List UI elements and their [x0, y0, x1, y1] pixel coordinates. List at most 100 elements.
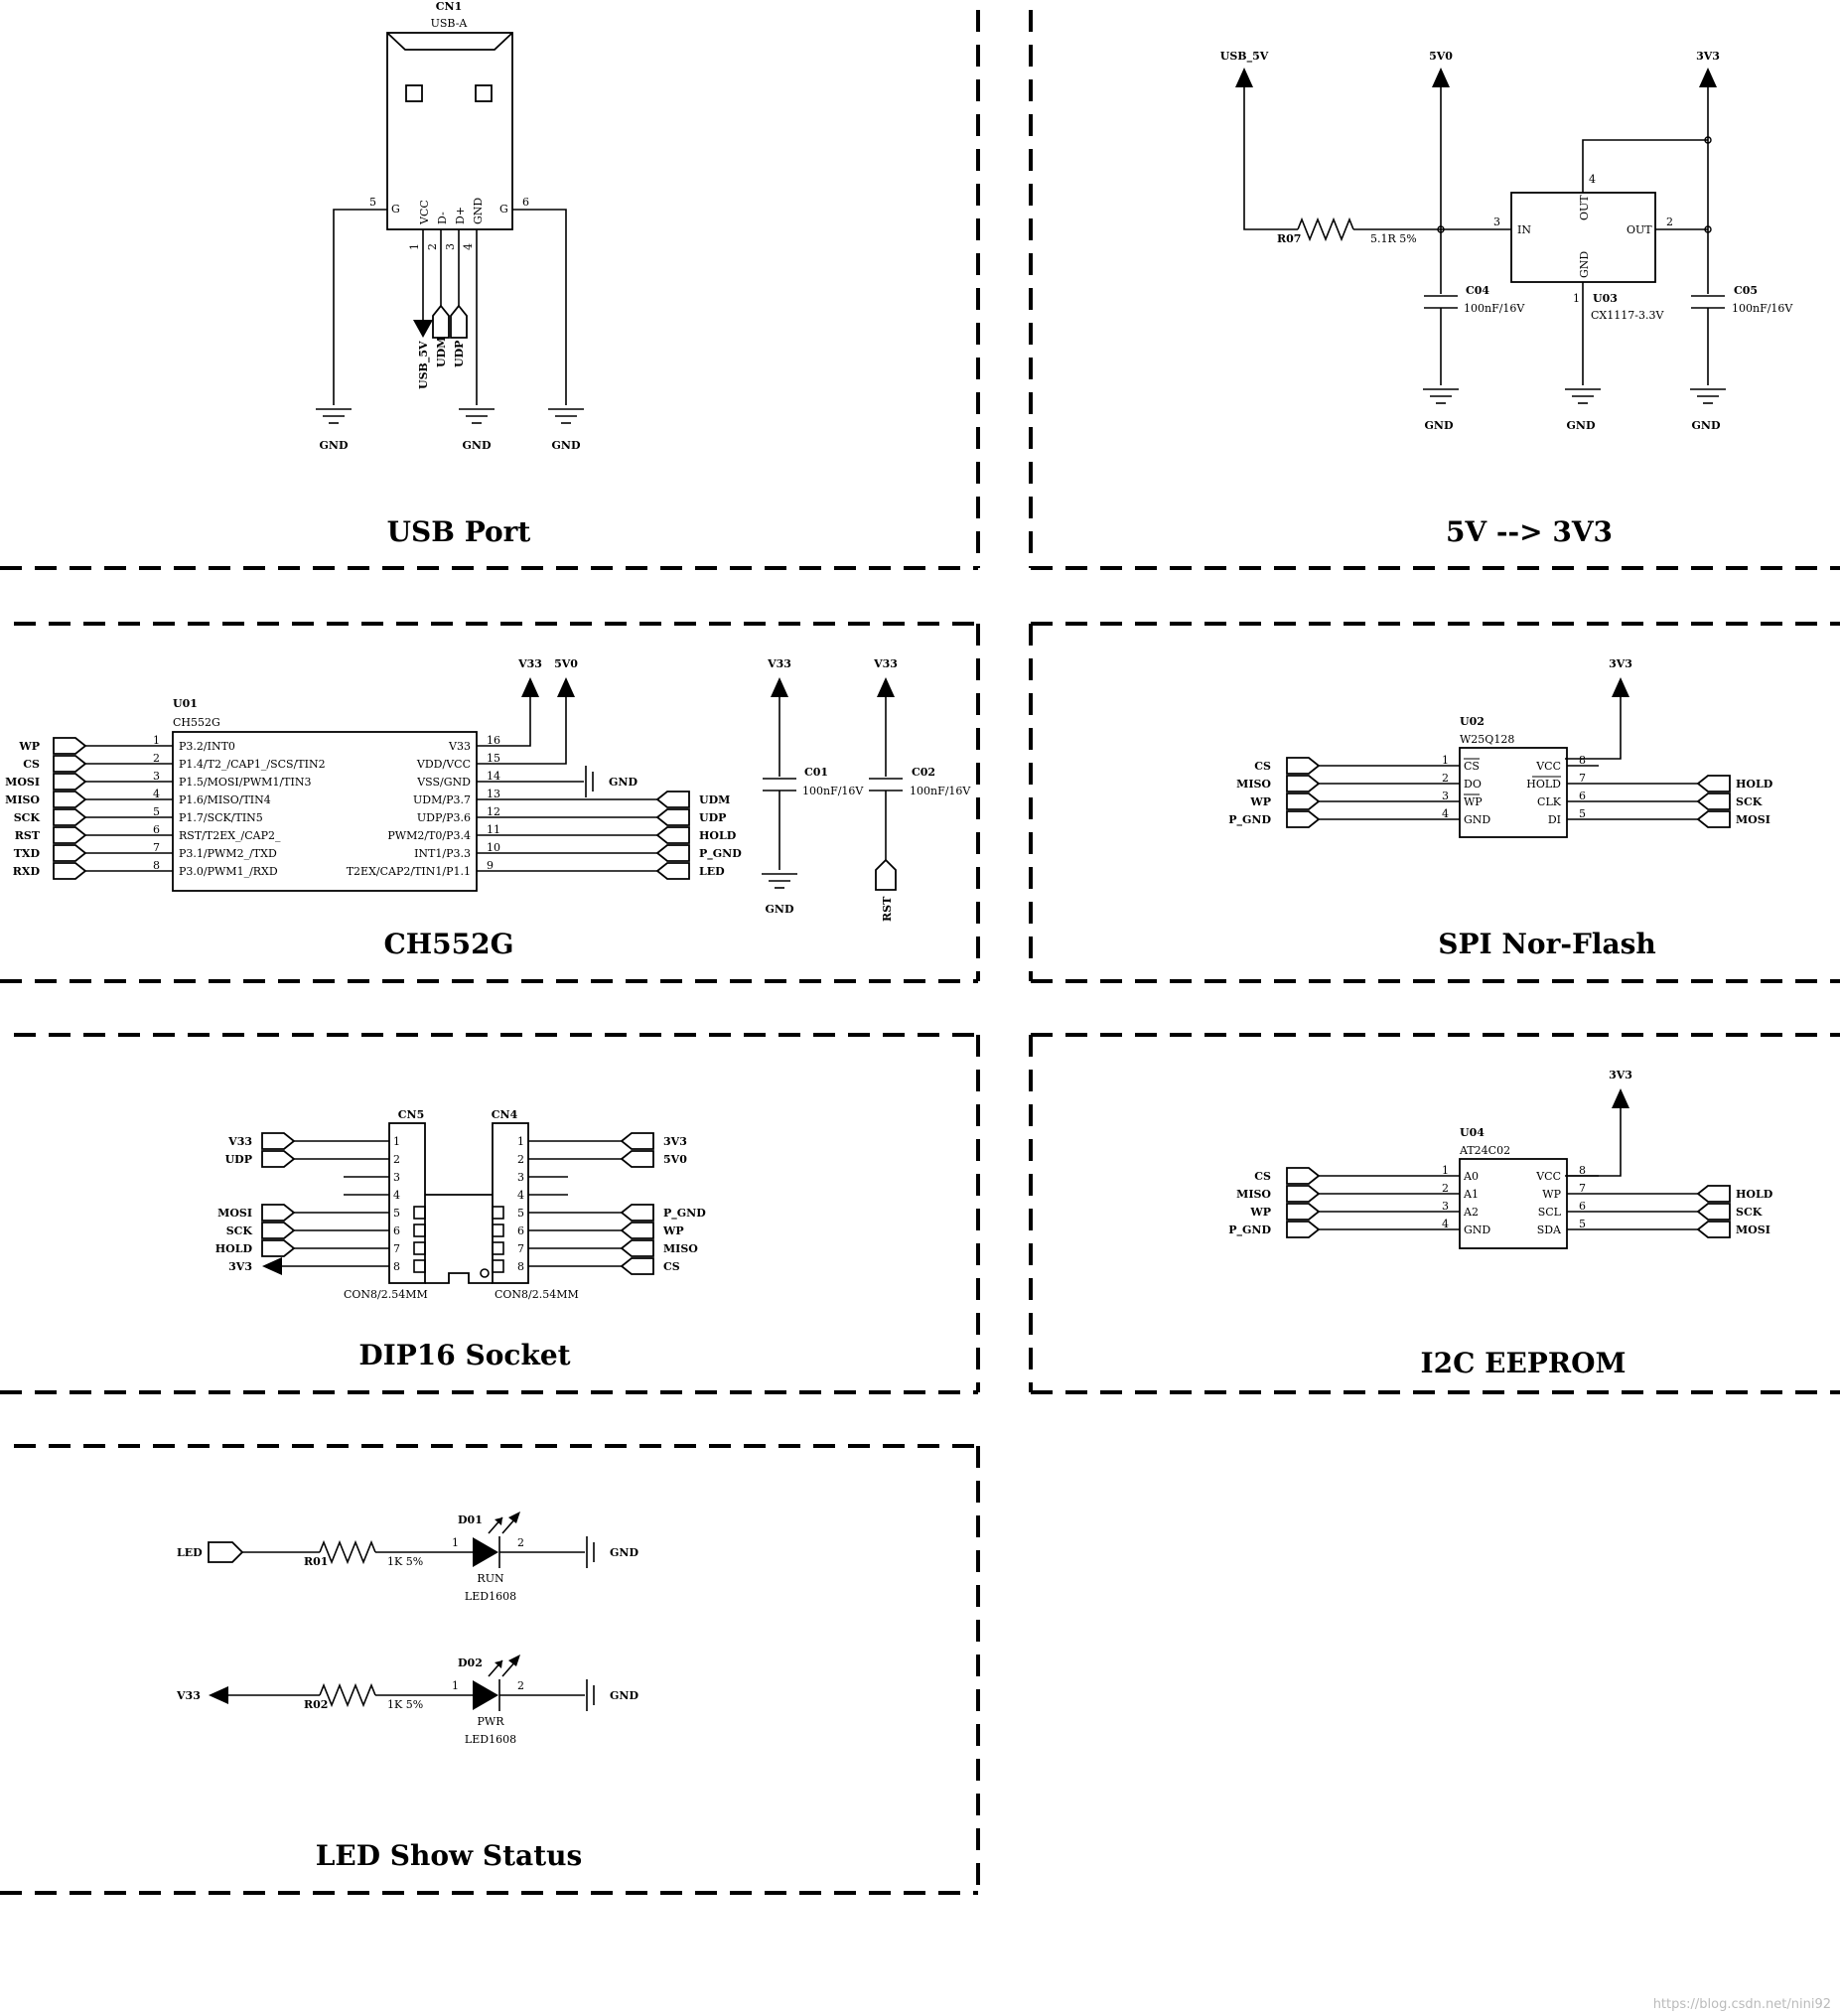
mcu-rail-v33-arrow: [521, 677, 539, 697]
eeprom-right-pin-num: 7: [1579, 1182, 1586, 1195]
mcu-left-pin-num: 6: [153, 823, 160, 836]
spi-left-net-label: P_GND: [1228, 813, 1271, 827]
d02-pin-2: 2: [517, 1679, 524, 1692]
d01-diode: [473, 1537, 498, 1567]
d01-pin-2: 2: [517, 1536, 524, 1549]
c04-gnd-label: GND: [1425, 419, 1454, 432]
d02-ref: D02: [458, 1656, 483, 1669]
c02-rail-label: V33: [873, 657, 898, 670]
spi-right-pin-label: VCC: [1535, 760, 1561, 773]
u03-pin-3: 3: [1493, 216, 1500, 228]
c04-val: 100nF/16V: [1464, 302, 1525, 315]
r01-ref: R01: [304, 1555, 328, 1568]
c01-rail-arrow: [771, 677, 788, 697]
cn5-net-label: MOSI: [217, 1207, 252, 1220]
cn1-num-3: 3: [444, 243, 457, 250]
spi-right-net-label: SCK: [1736, 795, 1763, 808]
cn4-type: CON8/2.54MM: [495, 1288, 579, 1301]
cn5-net-port: [261, 1239, 296, 1257]
v33-net-label: V33: [176, 1689, 201, 1702]
mcu-left-pin-label: P1.6/MISO/TIN4: [179, 793, 271, 806]
cn5-pad: [413, 1241, 426, 1255]
cn4-net-port: [620, 1132, 654, 1150]
gnd-label-2: GND: [463, 439, 492, 452]
mcu-right-net-label: P_GND: [699, 847, 742, 861]
cn5-pin-num: 5: [393, 1207, 400, 1220]
spi-net-port: [1286, 792, 1321, 810]
mcu-right-pin-label: UDP/P3.6: [417, 811, 471, 824]
eeprom-net-port: [1286, 1221, 1321, 1238]
c02-rail-arrow: [877, 677, 895, 697]
cn5-net-label: HOLD: [215, 1242, 253, 1255]
cn5-type: CON8/2.54MM: [344, 1288, 428, 1301]
cn5-net-label: UDP: [225, 1153, 252, 1166]
r02-ref: R02: [304, 1698, 328, 1711]
spi-right-pin-num: 5: [1579, 807, 1586, 820]
mcu-left-pin-label: P1.4/T2_/CAP1_/SCS/TIN2: [179, 758, 326, 771]
d02-diode: [473, 1680, 498, 1710]
spi-left-pin-label: WP: [1464, 795, 1483, 808]
u03-pin-4: 4: [1589, 173, 1596, 186]
cn1-num-1: 1: [408, 243, 421, 250]
mcu-gnd-label: GND: [609, 776, 637, 789]
mcu-left-pin-label: RST/T2EX_/CAP2_: [179, 829, 281, 842]
cn1-ref: CN1: [436, 0, 462, 13]
cn5-pin-num: 7: [393, 1242, 400, 1255]
cn4-pin-num: 6: [517, 1224, 524, 1237]
mcu-net-port: [53, 791, 87, 808]
eeprom-right-pin-label: SCL: [1538, 1206, 1562, 1219]
mcu-right-pin-label: PWM2/T0/P3.4: [387, 829, 471, 842]
u02-type: W25Q128: [1460, 733, 1514, 746]
u03-out-top: OUT: [1578, 195, 1591, 220]
mcu-right-pin-num: 16: [487, 734, 500, 747]
cn5-pad: [413, 1259, 426, 1273]
d01-pkg: LED1608: [465, 1590, 516, 1603]
mcu-right-pin-label: UDM/P3.7: [413, 793, 471, 806]
mcu-right-net-label: UDP: [699, 811, 726, 824]
u03-ref: U03: [1593, 292, 1618, 305]
mcu-right-pin-num: 12: [487, 805, 500, 818]
cn1-num-4: 4: [462, 243, 475, 250]
cn1-num-2: 2: [426, 243, 439, 250]
cn5-net-port: [261, 1204, 296, 1222]
eeprom-right-pin-num: 5: [1579, 1218, 1586, 1230]
led-run-circuit: LED R01 1K 5% D01 1 2 RUN LED1608 GND: [177, 1512, 638, 1603]
eeprom-net-port: [1286, 1167, 1321, 1185]
mcu-left-net-label: CS: [23, 758, 40, 771]
cn4-pin-num: 1: [517, 1135, 524, 1148]
spi-right-net-label: MOSI: [1736, 813, 1770, 826]
usb-connector-cn1: CN1 USB-A G VCC D- D+ GND G 5 6 1 2 3 4 …: [315, 0, 585, 452]
mcu-right-pin-label: T2EX/CAP2/TIN1/P1.1: [347, 865, 471, 878]
eeprom-left-pin-label: A2: [1463, 1206, 1479, 1219]
cn5-pad: [413, 1206, 426, 1220]
cn5-net-label: SCK: [226, 1224, 253, 1237]
spi-left-net-label: MISO: [1236, 778, 1271, 791]
mcu-left-pin-num: 5: [153, 805, 160, 818]
mcu-right-pin-num: 15: [487, 752, 500, 765]
spi-net-port: [1696, 810, 1731, 828]
mcu-net-port: [53, 808, 87, 826]
cn1-type: USB-A: [431, 17, 469, 30]
mcu-right-net-label: LED: [699, 865, 725, 878]
section-title-spi: SPI Nor-Flash: [1438, 928, 1656, 960]
cn4-pad: [492, 1206, 504, 1220]
cn4-net-port: [620, 1204, 654, 1222]
i2c-rail-arrow: [1612, 1088, 1629, 1108]
mcu-right-pin-num: 13: [487, 788, 500, 800]
u03-pin-2: 2: [1666, 216, 1673, 228]
d02-pkg: LED1608: [465, 1733, 516, 1746]
mcu-net-port: [655, 791, 690, 808]
mcu-right-pin-label: VSS/GND: [416, 776, 471, 789]
cn4-pin-num: 7: [517, 1242, 524, 1255]
eeprom-left-net-label: P_GND: [1228, 1224, 1271, 1237]
c05-val: 100nF/16V: [1732, 302, 1793, 315]
c01-ref: C01: [804, 766, 828, 779]
cn1-pin-vcc: VCC: [418, 200, 431, 225]
u04-type: AT24C02: [1459, 1144, 1510, 1157]
net-udm-label: UDM: [435, 337, 448, 367]
mcu-left-pin-num: 3: [153, 770, 160, 783]
eeprom-right-net-label: SCK: [1736, 1206, 1763, 1219]
c01-val: 100nF/16V: [802, 785, 864, 797]
mcu-net-port: [53, 844, 87, 862]
